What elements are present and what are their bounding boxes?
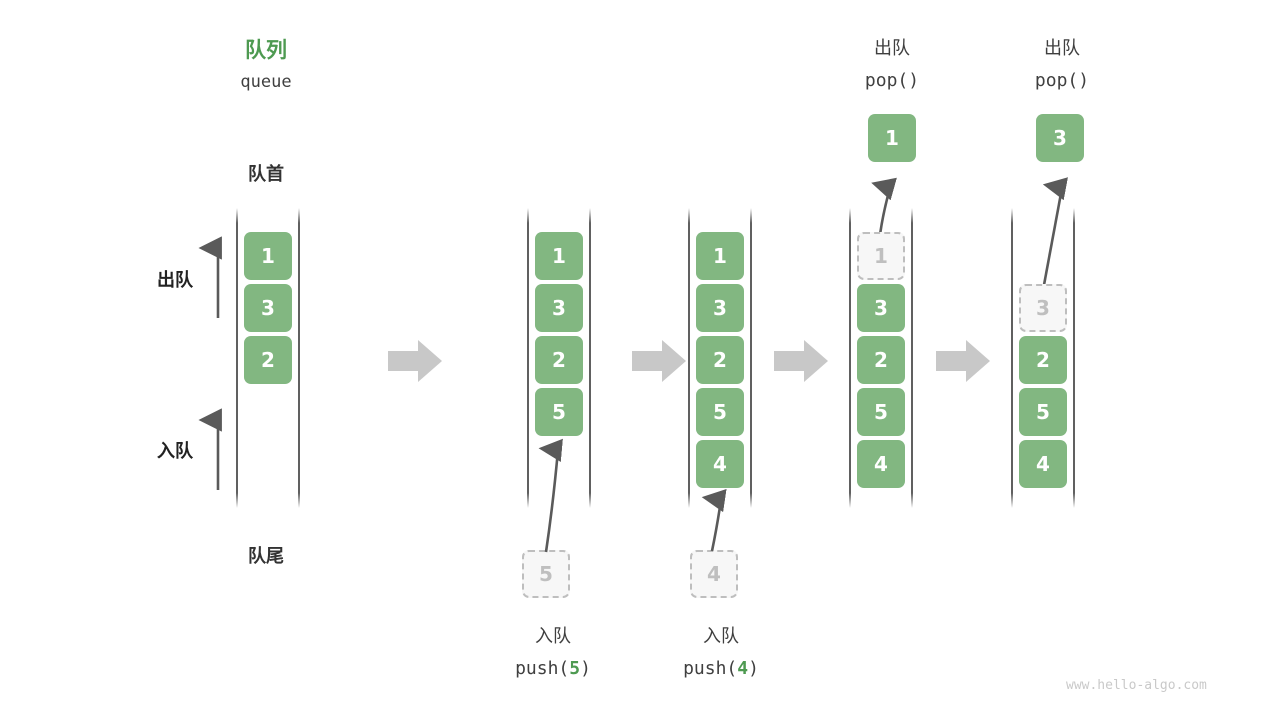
- diagram-title-cn: 队列: [245, 38, 287, 62]
- queue-rail-left: [1011, 208, 1013, 508]
- queue-cell-new: 5: [535, 388, 583, 436]
- queue-cell: 5: [857, 388, 905, 436]
- queue-cell-new: 4: [696, 440, 744, 488]
- queue-column-push-5: 1 3 2 5: [527, 208, 591, 508]
- enqueue-direction-label: 入队: [157, 441, 193, 462]
- queue-rail-left: [688, 208, 690, 508]
- queue-column-pop-1: 1 3 2 5 4: [849, 208, 913, 508]
- queue-cell: 5: [1019, 388, 1067, 436]
- queue-rail-left: [236, 208, 238, 508]
- queue-cell: 1: [535, 232, 583, 280]
- queue-cell: 3: [535, 284, 583, 332]
- queue-rail-right: [911, 208, 913, 508]
- ghost-cell-pop-3: 3: [1019, 284, 1067, 332]
- push-5-code-post: ): [580, 658, 591, 679]
- queue-cell: 2: [1019, 336, 1067, 384]
- popped-cell-3: 3: [1036, 114, 1084, 162]
- queue-cell: 1: [696, 232, 744, 280]
- queue-cell: 2: [244, 336, 292, 384]
- pop-1-label-code: pop(): [864, 70, 920, 91]
- queue-cell: 4: [857, 440, 905, 488]
- push-4-code-arg: 4: [737, 658, 749, 679]
- enqueue-direction-arrow: [198, 408, 222, 490]
- push-4-label-code: push(4): [646, 658, 796, 679]
- push-4-code-pre: push(: [683, 658, 738, 679]
- queue-rail-left: [527, 208, 529, 508]
- step-arrow-icon: [388, 340, 442, 382]
- step-arrow-icon: [632, 340, 686, 382]
- ghost-cell-push-4: 4: [690, 550, 738, 598]
- push-4-code-post: ): [748, 658, 759, 679]
- dequeue-direction-label: 出队: [157, 270, 193, 291]
- queue-cell: 2: [857, 336, 905, 384]
- queue-head-label: 队首: [248, 164, 284, 185]
- queue-column-pop-3: 3 2 5 4: [1011, 208, 1075, 508]
- site-watermark: www.hello-algo.com: [1066, 678, 1207, 693]
- ghost-cell-push-5: 5: [522, 550, 570, 598]
- step-arrow-icon: [936, 340, 990, 382]
- queue-cell: 3: [696, 284, 744, 332]
- ghost-cell-pop-1: 1: [857, 232, 905, 280]
- queue-column-push-4: 1 3 2 5 4: [688, 208, 752, 508]
- queue-rail-right: [589, 208, 591, 508]
- popped-cell-1: 1: [868, 114, 916, 162]
- push-5-code-pre: push(: [515, 658, 570, 679]
- diagram-title-en: queue: [240, 72, 292, 92]
- queue-column-initial: 1 3 2: [236, 208, 300, 508]
- queue-cell: 4: [1019, 440, 1067, 488]
- dequeue-direction-arrow: [198, 236, 222, 318]
- push-5-label-code: push(5): [478, 658, 628, 679]
- queue-rail-right: [298, 208, 300, 508]
- push-arrow-5: [538, 438, 563, 553]
- queue-cell: 2: [535, 336, 583, 384]
- push-4-label-cn: 入队: [703, 626, 739, 647]
- push-arrow-4: [701, 488, 727, 552]
- pop-3-label-cn: 出队: [1044, 38, 1080, 59]
- step-arrow-icon: [774, 340, 828, 382]
- queue-cell: 2: [696, 336, 744, 384]
- push-5-label-cn: 入队: [535, 626, 571, 647]
- queue-cell: 3: [244, 284, 292, 332]
- pop-1-label-cn: 出队: [874, 38, 910, 59]
- queue-rail-left: [849, 208, 851, 508]
- queue-cell: 5: [696, 388, 744, 436]
- queue-tail-label: 队尾: [248, 546, 284, 567]
- queue-rail-right: [750, 208, 752, 508]
- queue-rail-right: [1073, 208, 1075, 508]
- queue-cell: 1: [244, 232, 292, 280]
- pop-3-label-code: pop(): [1034, 70, 1090, 91]
- push-5-code-arg: 5: [569, 658, 581, 679]
- queue-cell: 3: [857, 284, 905, 332]
